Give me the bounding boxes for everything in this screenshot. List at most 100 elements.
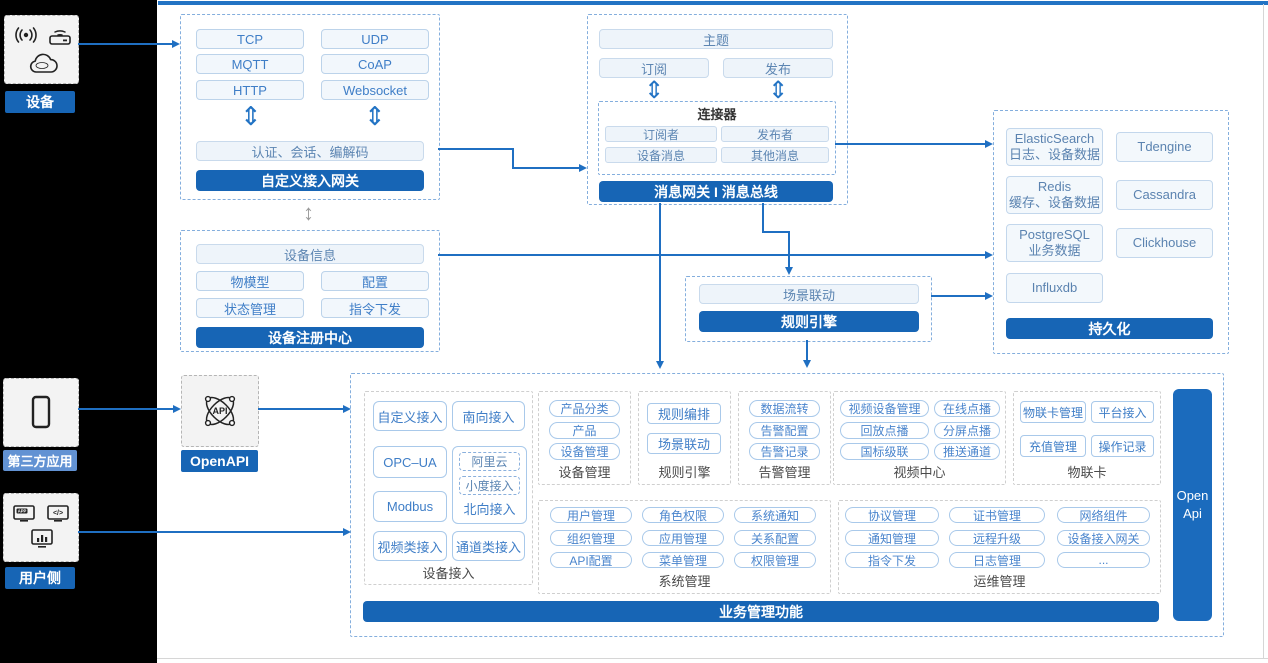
persistence-box: ElasticSearch 日志、设备数据 Tdengine Redis 缓存、… bbox=[993, 110, 1229, 354]
config: 配置 bbox=[321, 271, 429, 291]
video-center-label: 视频中心 bbox=[893, 464, 946, 480]
protocol-mqtt: MQTT bbox=[196, 54, 304, 74]
code-icon: </> bbox=[47, 505, 69, 522]
db-name: PostgreSQL bbox=[1019, 226, 1090, 242]
db-name: Influxdb bbox=[1031, 279, 1078, 295]
svg-text:APP: APP bbox=[18, 509, 27, 514]
opc-ua: OPC–UA bbox=[373, 446, 447, 478]
platform-access: 平台接入 bbox=[1091, 401, 1154, 423]
arrow-rule-to-business bbox=[806, 340, 808, 362]
section-device-mgmt: 产品分类 产品 设备管理 设备管理 bbox=[538, 391, 631, 485]
protocol-udp: UDP bbox=[321, 29, 429, 49]
arrow-connector-to-persistence bbox=[835, 143, 986, 145]
publisher: 发布者 bbox=[721, 126, 829, 142]
arrow-device-to-gateway bbox=[78, 43, 173, 45]
publish: 发布 bbox=[723, 58, 833, 78]
cert-mgmt: 证书管理 bbox=[949, 507, 1045, 523]
arrowhead bbox=[343, 405, 351, 413]
menu-mgmt: 菜单管理 bbox=[642, 552, 724, 568]
arrowhead bbox=[985, 251, 993, 259]
arrow-scene-to-persistence bbox=[931, 295, 986, 297]
arrowhead bbox=[173, 405, 181, 413]
permission-mgmt: 权限管理 bbox=[734, 552, 816, 568]
business-footer-bar: 业务管理功能 bbox=[363, 601, 1159, 622]
codec-box: 认证、会话、编解码 bbox=[196, 141, 424, 161]
arrowhead bbox=[785, 267, 793, 275]
device-mgmt: 设备管理 bbox=[549, 443, 620, 460]
device-access-label: 设备接入 bbox=[422, 565, 475, 581]
svg-text:</>: </> bbox=[53, 510, 63, 517]
protocol-tcp: TCP bbox=[196, 29, 304, 49]
system-mgmt-label: 系统管理 bbox=[658, 573, 711, 589]
arrowhead bbox=[803, 360, 811, 368]
device-registry-title: 设备注册中心 bbox=[196, 327, 424, 348]
panel-right-border bbox=[1263, 4, 1264, 659]
rule-engine-title: 规则引擎 bbox=[699, 311, 919, 332]
log-mgmt: 日志管理 bbox=[949, 552, 1045, 568]
more-item: ... bbox=[1057, 552, 1150, 568]
subscriber: 订阅者 bbox=[605, 126, 717, 142]
state-mgmt: 状态管理 bbox=[196, 298, 304, 318]
db-clickhouse: Clickhouse bbox=[1116, 228, 1213, 258]
device-mgmt-label: 设备管理 bbox=[558, 464, 611, 480]
video-device-mgmt: 视频设备管理 bbox=[840, 400, 929, 417]
aliyun: 阿里云 bbox=[459, 452, 520, 471]
role-permission: 角色权限 bbox=[642, 507, 724, 523]
recharge-mgmt: 充值管理 bbox=[1020, 435, 1086, 457]
org-mgmt: 组织管理 bbox=[550, 530, 632, 546]
openapi-icon-box: API bbox=[181, 375, 259, 447]
smartphone-icon bbox=[31, 395, 51, 429]
app-mgmt: 应用管理 bbox=[642, 530, 724, 546]
connector-box: 连接器 订阅者 发布者 设备消息 其他消息 bbox=[598, 101, 836, 175]
arrow-bus-to-rule-3 bbox=[788, 231, 790, 269]
section-device-access: 自定义接入 南向接入 OPC–UA 阿里云 小度接入 北向接入 Modbus 视… bbox=[364, 391, 533, 585]
arrow-bus-to-rule-1 bbox=[762, 203, 764, 233]
section-rule-engine: 规则编排 场景联动 规则引擎 bbox=[638, 391, 731, 485]
db-influxdb: Influxdb bbox=[1006, 273, 1103, 303]
alarm-label: 告警管理 bbox=[758, 464, 811, 480]
arrow-bus-to-rule-2 bbox=[762, 231, 790, 233]
thing-model: 物模型 bbox=[196, 271, 304, 291]
network-component: 网络组件 bbox=[1057, 507, 1150, 523]
device-icon-box bbox=[4, 15, 79, 84]
db-redis: Redis 缓存、设备数据 bbox=[1006, 176, 1103, 214]
db-name: Clickhouse bbox=[1132, 234, 1197, 250]
broadcast-icon bbox=[15, 27, 37, 43]
north-access-box: 阿里云 小度接入 北向接入 bbox=[452, 446, 527, 524]
operation-record: 操作记录 bbox=[1091, 435, 1154, 457]
persistence-title: 持久化 bbox=[1006, 318, 1213, 339]
db-name: Redis bbox=[1037, 178, 1072, 194]
section-alarm: 数据流转 告警配置 告警记录 告警管理 bbox=[738, 391, 831, 485]
ops-mgmt-label: 运维管理 bbox=[973, 573, 1026, 589]
scene-linkage-item: 场景联动 bbox=[647, 433, 721, 454]
arrowhead bbox=[579, 164, 587, 172]
top-accent-line bbox=[158, 1, 1268, 5]
db-desc: 业务数据 bbox=[1028, 243, 1081, 258]
arrow-gateway-to-bus-1 bbox=[438, 148, 514, 150]
updown-arrow-icon: ⇕ bbox=[644, 77, 665, 104]
bar-chart-icon bbox=[31, 529, 53, 548]
openapi-label: OpenAPI bbox=[181, 450, 258, 472]
section-iot-card: 物联卡管理 平台接入 充值管理 操作记录 物联卡 bbox=[1013, 391, 1161, 485]
other-message: 其他消息 bbox=[721, 147, 829, 163]
arrow-openapi-to-business bbox=[258, 408, 344, 410]
message-bus-box: 主题 订阅 发布 ⇕ ⇕ 连接器 订阅者 发布者 设备消息 其他消息 消息网关 … bbox=[587, 14, 848, 205]
protocol-http: HTTP bbox=[196, 80, 304, 100]
db-name: ElasticSearch bbox=[1014, 130, 1095, 146]
gb-cascade: 国标级联 bbox=[840, 443, 929, 460]
db-postgresql: PostgreSQL 业务数据 bbox=[1006, 224, 1103, 262]
device-access-gateway: 设备接入网关 bbox=[1057, 530, 1150, 546]
iot-card-mgmt: 物联卡管理 bbox=[1020, 401, 1086, 423]
protocol-mgmt: 协议管理 bbox=[845, 507, 939, 523]
protocol-websocket: Websocket bbox=[321, 80, 429, 100]
db-name: Cassandra bbox=[1133, 186, 1196, 202]
connector-title: 连接器 bbox=[697, 106, 737, 122]
third-party-label: 第三方应用 bbox=[3, 450, 77, 471]
router-icon bbox=[49, 30, 71, 45]
custom-access: 自定义接入 bbox=[373, 401, 447, 431]
product-category: 产品分类 bbox=[549, 400, 620, 417]
relation-config: 关系配置 bbox=[734, 530, 816, 546]
section-system-mgmt: 用户管理 角色权限 系统通知 组织管理 应用管理 关系配置 API配置 菜单管理… bbox=[538, 500, 831, 594]
user-mgmt: 用户管理 bbox=[550, 507, 632, 523]
custom-gateway-box: TCP UDP MQTT CoAP HTTP Websocket ⇕ ⇕ 认证、… bbox=[180, 14, 440, 200]
